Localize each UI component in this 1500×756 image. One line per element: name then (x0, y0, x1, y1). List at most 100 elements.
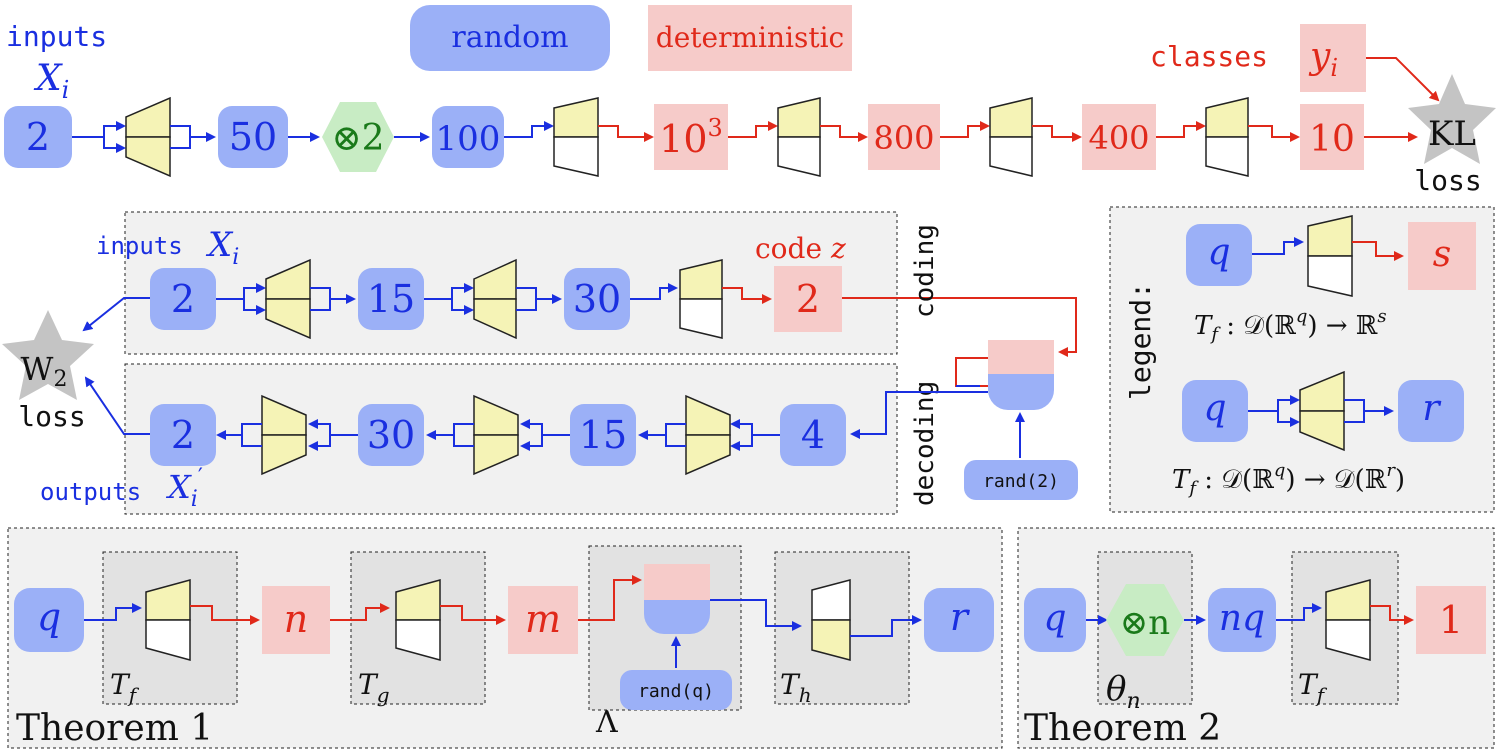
row1-node-800 (868, 104, 940, 170)
classes-node (1300, 24, 1366, 92)
enc-node-30 (564, 268, 630, 330)
t2-tf-layer (1325, 579, 1371, 661)
t2-tensor-label: ⊗n (1120, 603, 1170, 643)
dec-node-2-label: 2 (171, 413, 195, 457)
coding-label: coding (910, 224, 940, 318)
legend-row2-out (1398, 380, 1464, 442)
ae-sampler-det (988, 340, 1054, 374)
enc-node-2-label: 2 (171, 277, 195, 321)
legend-row1-in (1186, 224, 1252, 286)
t1-node-q (14, 588, 84, 652)
t1-rand-chip (620, 670, 732, 710)
random-chip (410, 5, 610, 71)
outputs-label: outputs (40, 478, 141, 506)
enc-node-2 (150, 268, 216, 330)
ae-rand-chip (964, 460, 1078, 500)
theorem1-title: Theorem 1 (16, 708, 213, 749)
t1-node-n (262, 586, 330, 654)
row1-node-800-label: 800 (873, 119, 934, 157)
legend-row1-layer (1307, 215, 1353, 297)
t2-node-q (1024, 588, 1086, 652)
t1-tg-layer (395, 579, 441, 661)
legend-row2-in (1182, 380, 1248, 442)
row1-tensor-label: ⊗2 (331, 118, 384, 159)
legend-row1-in-label: q (1207, 232, 1230, 273)
t1-node-m-label: m (525, 597, 561, 641)
classes-var: yi (1308, 36, 1338, 82)
t2-node-1 (1416, 586, 1486, 654)
t2-node-nq (1208, 588, 1276, 652)
kl-loss-label: loss (1414, 164, 1481, 197)
row1-node-100-label: 100 (436, 119, 501, 159)
t1-sampler-rand (644, 600, 710, 634)
row1-node-50 (218, 106, 288, 168)
row1-node-400-label: 400 (1088, 119, 1149, 157)
row1-node-100 (432, 106, 504, 168)
t1-th-label: Th (780, 668, 812, 707)
classes-label: classes (1150, 40, 1268, 73)
legend-row1-out (1408, 222, 1476, 290)
dec-node-4-label: 4 (801, 413, 825, 457)
t1-tf-layer (145, 579, 191, 661)
t1-node-m (508, 586, 578, 654)
t2-theta-label: θn (1106, 669, 1141, 714)
row1-node-1000-label: 103 (659, 114, 723, 161)
dec-node-2 (150, 404, 216, 466)
row1-inputs-var: Xi (33, 58, 69, 104)
row1-layer-5 (1205, 97, 1249, 177)
ae-sampler-rand (988, 374, 1054, 410)
enc-node-15-label: 15 (367, 277, 415, 321)
dec-layer-1 (685, 394, 731, 476)
legend-row1-formula: Tf : 𝒟(ℝq) → ℝs (1194, 306, 1387, 345)
t1-node-q-label: q (37, 595, 61, 639)
t2-node-1-label: 1 (1439, 598, 1463, 642)
code-node-label: 2 (796, 277, 820, 321)
t2-node-q-label: q (1043, 598, 1066, 639)
row1-node-1000 (654, 104, 728, 170)
row1-layer-2 (553, 97, 599, 177)
t1-rand-label: rand(q) (638, 681, 714, 702)
row1-node-10-label: 10 (1309, 119, 1355, 160)
row1-inputs-label: inputs (6, 20, 107, 53)
dec-node-15-label: 15 (579, 413, 627, 457)
ae-rand-label: rand(2) (983, 471, 1059, 492)
dec-node-4 (780, 404, 846, 466)
t1-th-layer (811, 579, 851, 661)
legend-row2-in-label: q (1203, 388, 1226, 429)
enc-node-30-label: 30 (573, 277, 621, 321)
legend-row2-out-label: r (1422, 388, 1441, 429)
row1-layer-4 (989, 97, 1033, 177)
code-node (774, 266, 842, 332)
legend-row2-layer (1299, 370, 1345, 452)
enc-node-15 (358, 268, 424, 330)
kl-label: KL (1428, 114, 1476, 154)
dec-layer-2 (473, 394, 519, 476)
decoding-label: decoding (910, 381, 940, 506)
deterministic-chip (648, 5, 852, 71)
enc-layer-3 (679, 259, 723, 339)
random-label: random (451, 20, 568, 55)
t1-node-n-label: n (284, 597, 308, 641)
enc-layer-1 (265, 258, 311, 340)
enc-inputs-var: Xi (205, 225, 239, 270)
t2-node-nq-label: nq (1219, 598, 1265, 639)
t1-node-r (924, 588, 994, 652)
row1-layer-1 (125, 96, 171, 178)
row1-node-10 (1300, 104, 1364, 170)
t1-tg-label: Tg (358, 668, 390, 707)
deterministic-label: deterministic (656, 21, 844, 54)
code-label: code z (755, 232, 846, 265)
dec-node-30-label: 30 (367, 413, 415, 457)
dec-layer-3 (261, 394, 307, 476)
t1-node-r-label: r (950, 595, 971, 639)
row1-tensor-hexagon (322, 102, 394, 172)
legend-row1-out-label: s (1433, 234, 1451, 275)
kl-star (1408, 74, 1496, 164)
w2-loss-label: loss (18, 400, 85, 433)
dec-node-30 (358, 404, 424, 466)
t1-sampler-det (644, 564, 710, 600)
legend-row2-formula: Tf : 𝒟(ℝq) → 𝒟(ℝr) (1172, 460, 1405, 499)
legend-title: legend: (1124, 282, 1157, 400)
dec-node-15 (570, 404, 636, 466)
